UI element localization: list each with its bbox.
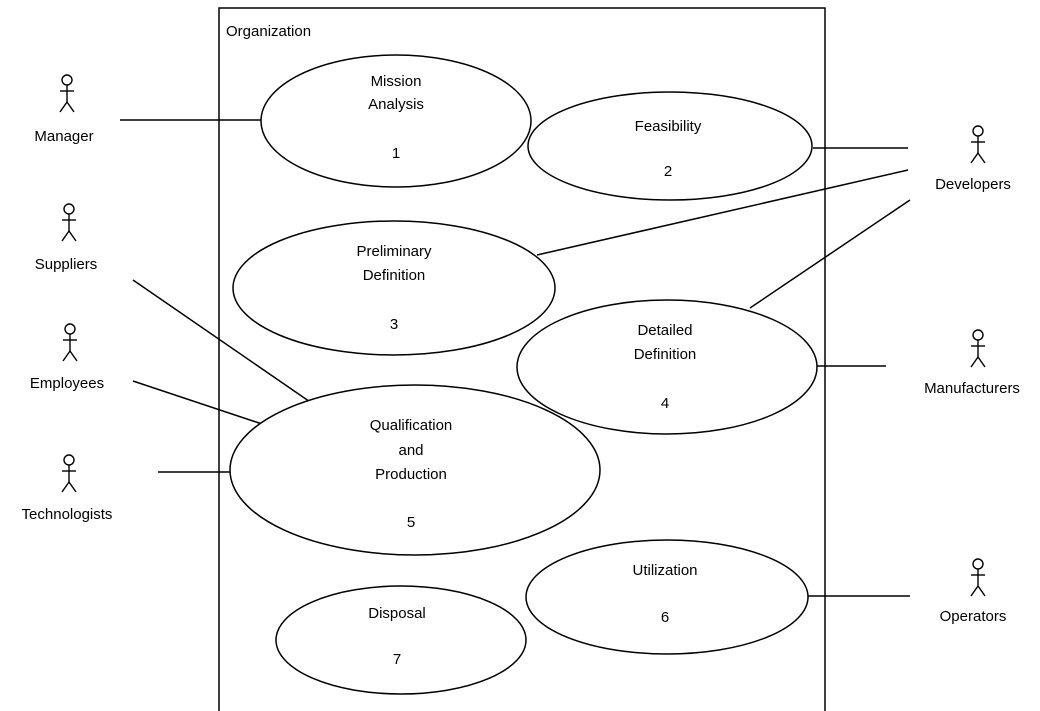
system-boundary-label: Organization xyxy=(226,23,311,40)
use-case-disposal: Disposal 7 xyxy=(275,585,527,695)
use-case-number: 7 xyxy=(393,651,401,668)
actor-label: Developers xyxy=(935,176,1011,193)
stick-figure-icon xyxy=(62,323,78,362)
use-case-title-line: and xyxy=(398,442,423,459)
actor-label: Technologists xyxy=(22,506,113,523)
use-case-number: 3 xyxy=(390,316,398,333)
actor-label: Manager xyxy=(34,128,93,145)
use-case-utilization: Utilization 6 xyxy=(525,539,809,655)
use-case-qualification-production: Qualification and Production 5 xyxy=(229,384,601,556)
actor-developers: Developers xyxy=(935,125,1011,193)
association-developers-detailed-definition xyxy=(749,199,911,309)
actor-label: Manufacturers xyxy=(924,380,1020,397)
stick-figure-icon xyxy=(970,558,986,597)
use-case-mission-analysis: Mission Analysis 1 xyxy=(260,54,532,188)
association-developers-preliminary-definition xyxy=(536,169,909,256)
use-case-ellipse xyxy=(232,220,556,356)
use-case-title-line: Mission xyxy=(371,73,422,90)
use-case-preliminary-definition: Preliminary Definition 3 xyxy=(232,220,556,356)
actor-employees: Employees xyxy=(30,323,104,392)
use-case-title-line: Definition xyxy=(363,267,426,284)
use-case-title-line: Analysis xyxy=(368,96,424,113)
use-case-ellipse xyxy=(516,299,818,435)
use-case-ellipse xyxy=(275,585,527,695)
use-case-title-line: Production xyxy=(375,466,447,483)
association-employees-qualification-production xyxy=(132,380,266,426)
actor-suppliers: Suppliers xyxy=(35,203,98,273)
actor-label: Suppliers xyxy=(35,256,98,273)
use-case-number: 5 xyxy=(407,514,415,531)
use-case-title-line: Feasibility xyxy=(635,118,702,135)
stick-figure-icon xyxy=(59,74,75,113)
actor-operators: Operators xyxy=(940,558,1007,625)
use-case-feasibility: Feasibility 2 xyxy=(527,91,813,201)
use-case-number: 2 xyxy=(664,163,672,180)
use-case-number: 1 xyxy=(392,145,400,162)
stick-figure-icon xyxy=(61,454,77,493)
use-case-detailed-definition: Detailed Definition 4 xyxy=(516,299,818,435)
stick-figure-icon xyxy=(61,203,77,242)
use-case-number: 4 xyxy=(661,395,669,412)
use-case-ellipse xyxy=(525,539,809,655)
actor-manager: Manager xyxy=(34,74,94,145)
use-case-title-line: Qualification xyxy=(370,417,453,434)
actor-technologists: Technologists xyxy=(22,454,113,523)
actor-label: Operators xyxy=(940,608,1007,625)
stick-figure-icon xyxy=(970,329,986,368)
use-case-title-line: Detailed xyxy=(637,322,692,339)
use-case-title-line: Preliminary xyxy=(356,243,432,260)
use-case-number: 6 xyxy=(661,609,669,626)
use-case-title-line: Disposal xyxy=(368,605,426,622)
actor-manufacturers: Manufacturers xyxy=(924,329,1020,397)
use-case-title-line: Utilization xyxy=(632,562,697,579)
stick-figure-icon xyxy=(970,125,986,164)
use-case-ellipse xyxy=(527,91,813,201)
use-case-ellipse xyxy=(260,54,532,188)
use-case-title-line: Definition xyxy=(634,346,697,363)
actor-label: Employees xyxy=(30,375,104,392)
association-lines xyxy=(120,119,911,597)
association-suppliers-qualification-production xyxy=(132,279,317,407)
use-case-ellipse xyxy=(229,384,601,556)
